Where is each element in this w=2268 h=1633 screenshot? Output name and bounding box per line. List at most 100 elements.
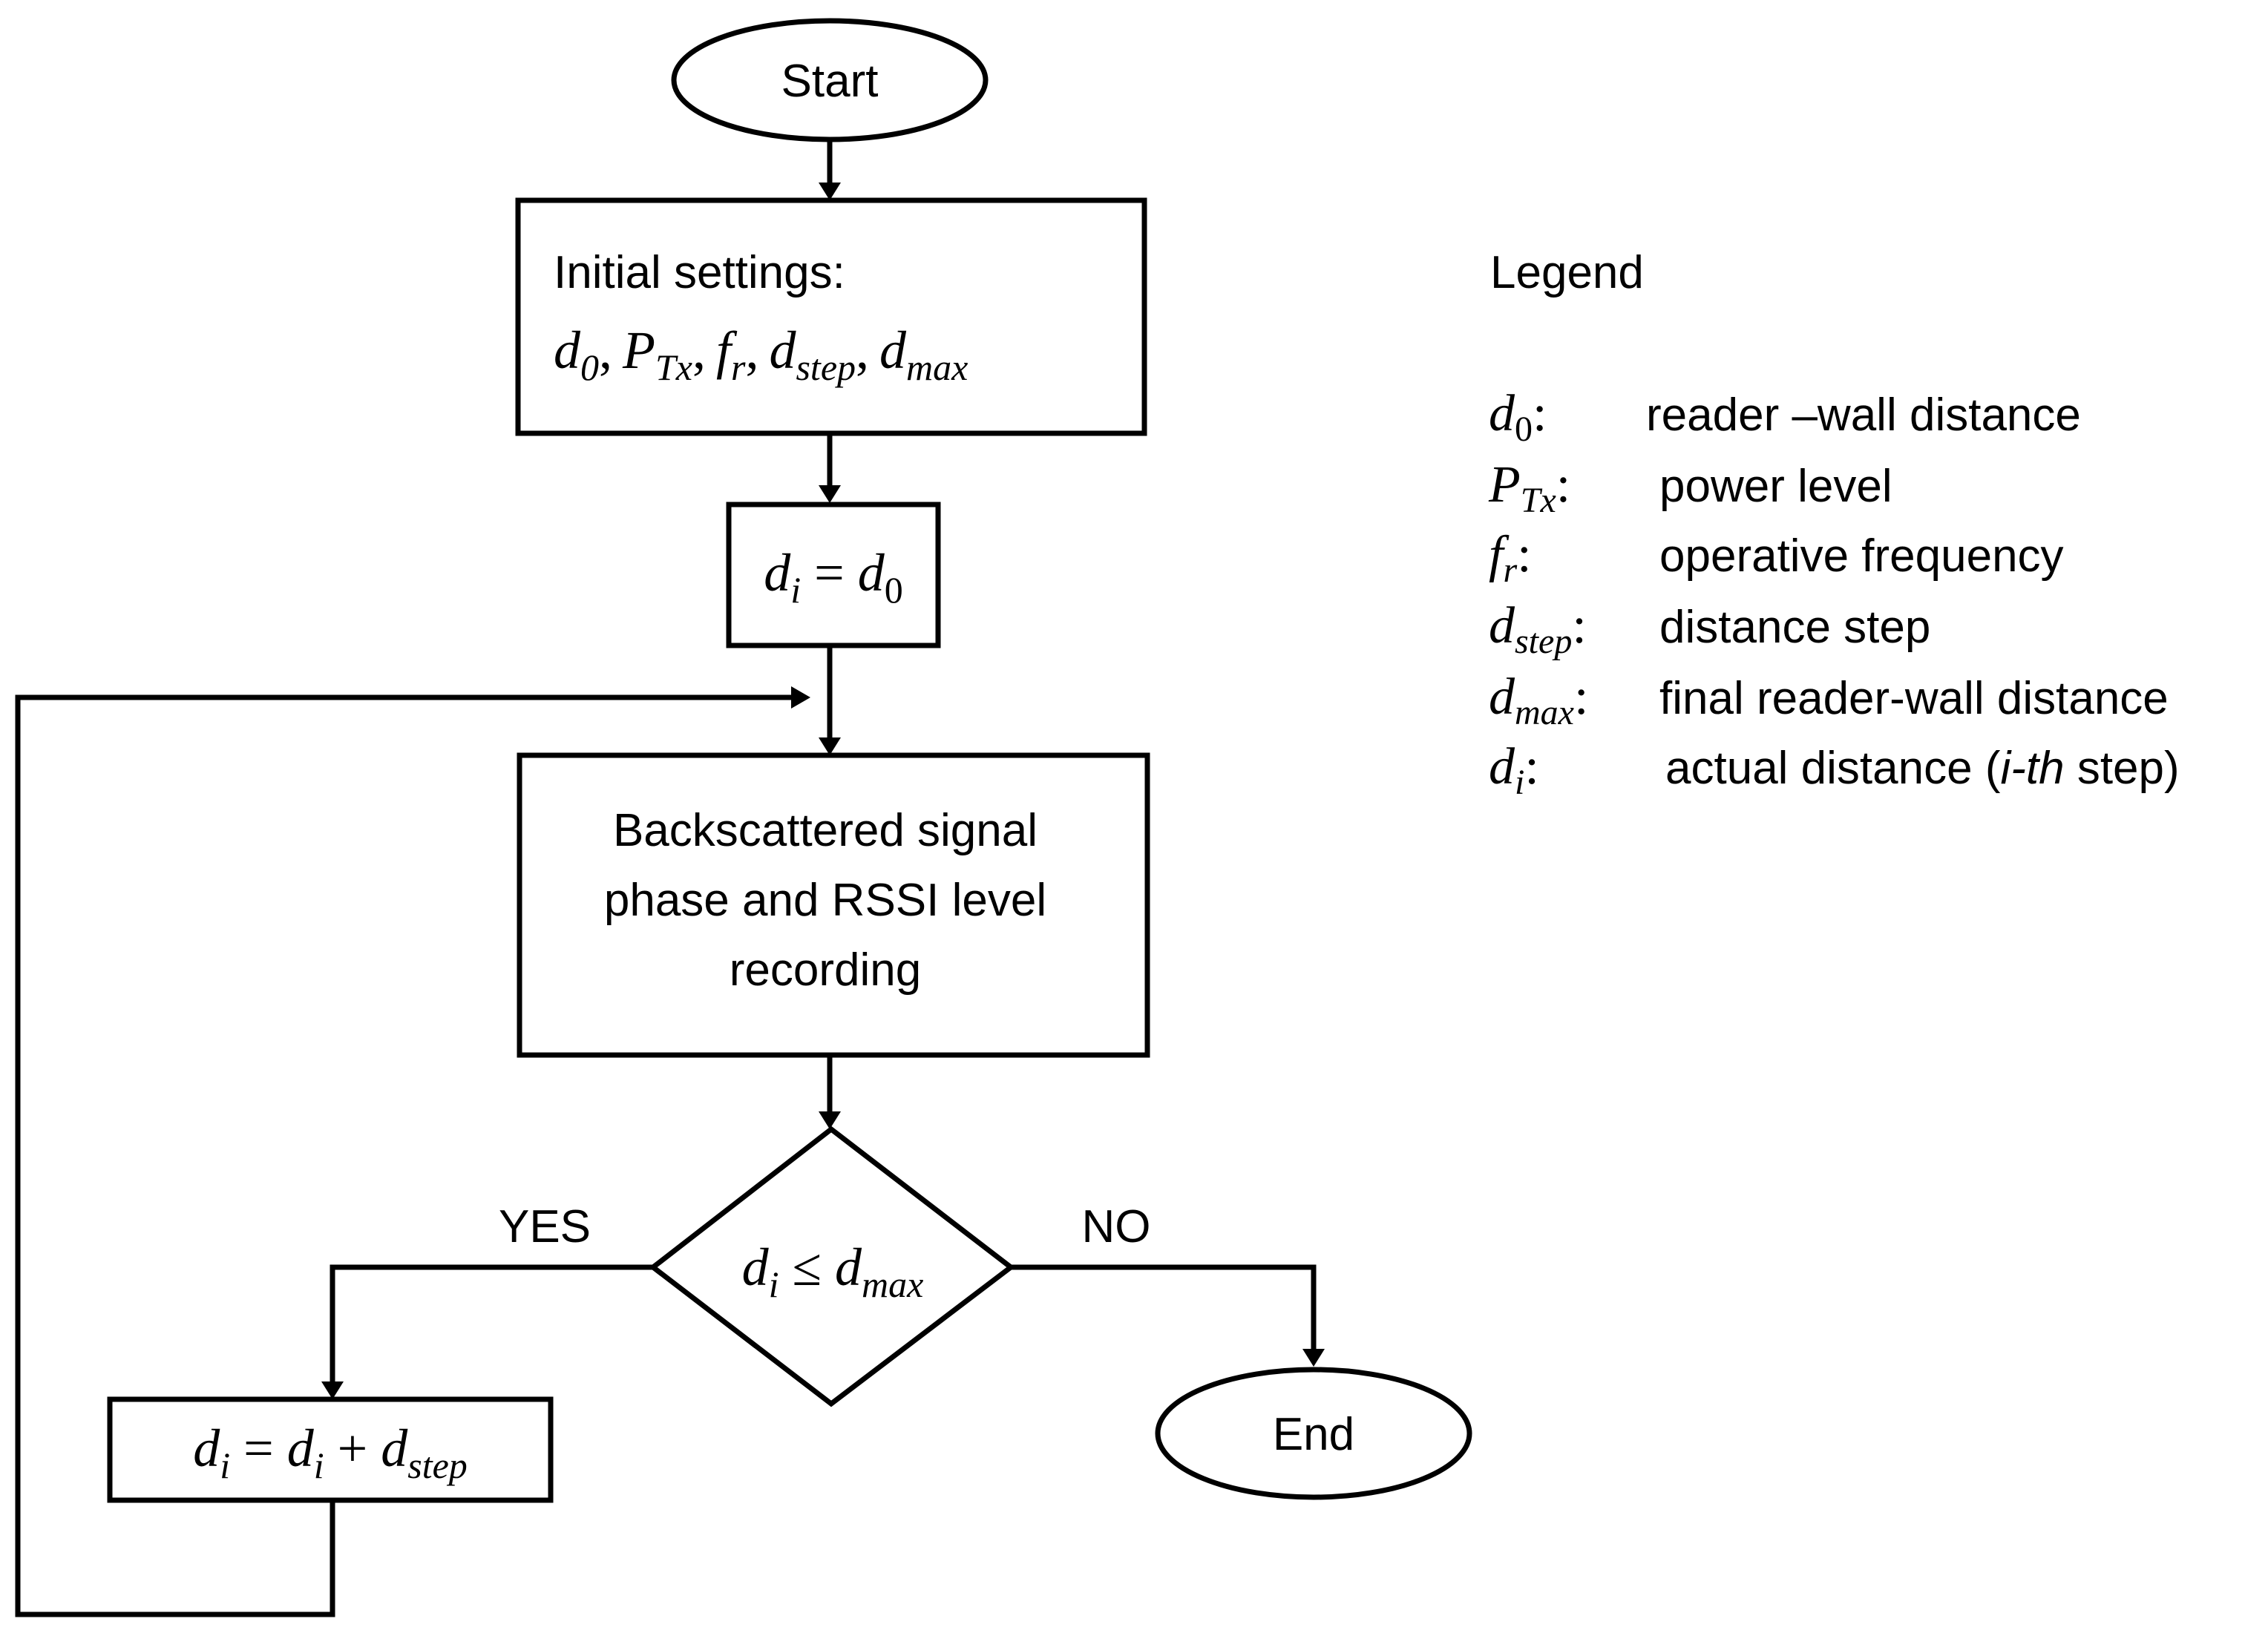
assign-op: =: [801, 543, 858, 602]
legend-desc-d0: reader –wall distance: [1646, 390, 2081, 441]
legend-symbol-fr: fr:: [1489, 526, 1532, 590]
increment-lhs-base: d: [193, 1419, 220, 1478]
legend-5-colon: :: [1524, 738, 1538, 795]
param-0-base: d: [554, 321, 581, 380]
arrowhead-end: [1302, 1349, 1325, 1367]
increment-expression: di = di + dstep: [193, 1419, 468, 1486]
param-3-base: d: [769, 321, 796, 380]
legend-item: fr: operative frequency: [1489, 526, 2064, 590]
increment-rhs-sub: step: [407, 1445, 468, 1486]
arrowhead-settings: [819, 183, 841, 200]
legend-item: PTx: power level: [1488, 456, 1892, 520]
legend-0-base: d: [1489, 385, 1515, 442]
increment-box: di = di + dstep: [107, 1396, 554, 1503]
start-label: Start: [781, 56, 879, 107]
initial-settings-title: Initial settings:: [554, 247, 845, 298]
decision-lhs-sub: i: [769, 1264, 779, 1305]
legend-1-base: P: [1488, 456, 1521, 513]
legend-0-colon: :: [1533, 385, 1547, 442]
legend-item: dstep: distance step: [1489, 597, 1930, 661]
legend-item: d0: reader –wall distance: [1489, 385, 2081, 449]
end-ellipse: [1155, 1367, 1472, 1500]
param-2-sep: ,: [745, 321, 758, 380]
arrowhead-loop: [791, 686, 810, 709]
recording-box: Backscattered signal phase and RSSI leve…: [517, 752, 1150, 1058]
decision-rhs-base: d: [835, 1238, 862, 1297]
param-4-base: d: [879, 321, 907, 380]
legend-3-sub: step: [1515, 622, 1572, 661]
param-4-sub: max: [906, 346, 968, 388]
increment-mid-sub: i: [314, 1445, 324, 1486]
legend-desc-fr: operative frequency: [1659, 530, 2064, 582]
increment-op2: +: [324, 1419, 381, 1478]
legend-symbol-di: di:: [1489, 738, 1539, 802]
legend-4-colon: :: [1574, 668, 1588, 726]
end-terminator: End: [1155, 1367, 1472, 1500]
legend-5-base: d: [1489, 738, 1515, 795]
no-branch-line: [1009, 1264, 1317, 1350]
legend-symbol-dmax: dmax:: [1489, 668, 1588, 732]
decision-op: ≤: [779, 1238, 836, 1297]
recording-line-1: Backscattered signal: [613, 805, 1038, 856]
increment-rhs-base: d: [381, 1419, 408, 1478]
arrowhead-increment: [321, 1381, 344, 1399]
legend-2-colon: :: [1517, 526, 1531, 583]
param-3-sub: step: [796, 346, 856, 388]
recording-line-3: recording: [730, 944, 921, 996]
legend-symbol-d0: d0:: [1489, 385, 1547, 449]
param-0-sep: ,: [599, 321, 612, 380]
param-1-sub: Tx: [655, 346, 692, 388]
increment-mid-base: d: [287, 1419, 315, 1478]
legend-4-base: d: [1489, 668, 1515, 726]
legend-0-sub: 0: [1515, 410, 1533, 449]
legend-title: Legend: [1490, 247, 1644, 298]
legend: Legend d0: reader –wall distance PTx: po…: [1488, 247, 2180, 802]
initial-settings-params: d0,PTx,fr,dstep,dmax: [554, 321, 968, 388]
legend-item: di: actual distance (i-th step): [1489, 738, 2180, 802]
recording-rect: [517, 752, 1150, 1058]
start-terminator: Start: [671, 18, 989, 142]
legend-desc-dmax: final reader-wall distance: [1659, 673, 2169, 724]
param-0-sub: 0: [580, 346, 599, 388]
arrowhead-recording: [819, 737, 841, 755]
legend-symbol-dstep: dstep:: [1489, 597, 1587, 661]
legend-4-sub: max: [1515, 693, 1574, 732]
legend-1-sub: Tx: [1521, 481, 1556, 520]
legend-5-desc-post: step): [2065, 743, 2180, 794]
decision-diamond: di ≤ dmax YES NO: [499, 1126, 1151, 1407]
assign-rhs-sub: 0: [885, 569, 903, 611]
start-ellipse: [671, 18, 989, 142]
loop-back-line: [15, 694, 793, 1617]
assign-rect: [726, 502, 941, 648]
assign-rhs-base: d: [858, 543, 885, 602]
recording-line-2: phase and RSSI level: [604, 875, 1046, 926]
increment-lhs-sub: i: [220, 1445, 230, 1486]
legend-1-colon: :: [1556, 456, 1570, 513]
decision-expression: di ≤ dmax: [742, 1238, 924, 1305]
arrowhead-assign: [819, 485, 841, 503]
assign-expression: di = d0: [764, 543, 903, 611]
legend-2-sub: r: [1503, 551, 1517, 590]
param-2-sub: r: [731, 346, 746, 388]
legend-desc-ptx: power level: [1659, 461, 1892, 512]
arrowhead-decision: [819, 1111, 841, 1129]
yes-branch-line: [330, 1264, 653, 1383]
param-1-base: P: [622, 321, 655, 380]
legend-3-base: d: [1489, 597, 1515, 654]
increment-op1: =: [230, 1419, 287, 1478]
legend-item: dmax: final reader-wall distance: [1489, 668, 2169, 732]
decision-lhs-base: d: [742, 1238, 770, 1297]
legend-desc-dstep: distance step: [1659, 602, 1930, 653]
increment-rect: [107, 1396, 554, 1503]
param-1-sep: ,: [692, 321, 706, 380]
initial-settings-box: Initial settings: d0,PTx,fr,dstep,dmax: [515, 197, 1147, 436]
legend-symbol-ptx: PTx:: [1488, 456, 1570, 520]
legend-desc-di: actual distance (i-th step): [1665, 743, 2180, 794]
connectors: [15, 139, 1325, 1617]
decision-shape: [649, 1126, 1015, 1407]
legend-5-desc-em: i-th: [2000, 743, 2064, 794]
param-3-sep: ,: [856, 321, 869, 380]
assign-lhs-sub: i: [790, 569, 801, 611]
no-label: NO: [1082, 1201, 1151, 1252]
